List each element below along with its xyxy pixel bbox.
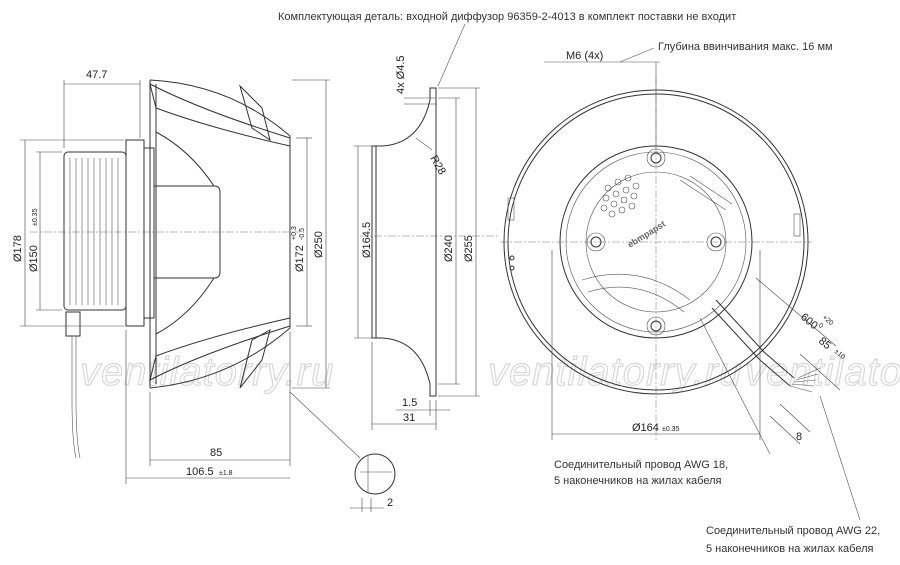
ribs [581, 175, 733, 313]
rotor-flange [125, 139, 145, 327]
front-view: ebmpapst M6 (4x) Глубина ввинчивания мак… [500, 41, 861, 521]
dim-600: 600 [798, 311, 820, 332]
cable-wires [789, 367, 821, 393]
mount-hole-top [650, 152, 662, 164]
cable-awg18-line1: Соединительный провод AWG 18, [554, 459, 728, 471]
dim-47-7: 47.7 [86, 69, 107, 81]
accessory-note: Комплектующая деталь: входной диффузор 9… [278, 11, 736, 23]
detail-circle [354, 453, 396, 495]
dim-178: Ø178 [12, 235, 24, 262]
dim-150: Ø150 [28, 245, 40, 272]
screw-depth-note: Глубина ввинчивания макс. 16 мм [658, 41, 833, 53]
mount-hole-left [590, 236, 602, 248]
cable-awg18-line2: 5 наконечников на жилах кабеля [554, 475, 722, 487]
dim-85: 85 [210, 447, 222, 459]
blade-upper-2 [238, 84, 271, 142]
watermarks: ventilatorry.ru ventilatorry.ru ventilat… [79, 349, 900, 394]
dim-150-tol: ±0.35 [32, 208, 39, 226]
dim-m6: M6 (4x) [566, 50, 603, 62]
rotor-hub [143, 147, 155, 319]
dim-31: 31 [403, 412, 415, 424]
mount-hole-right [710, 236, 722, 248]
motor-fins [69, 158, 119, 305]
dim-172: Ø172 [294, 245, 306, 272]
watermark-1: ventilatorry.ru [80, 350, 334, 394]
accessory-note-leader [437, 23, 466, 87]
dim-164-5: Ø164.5 [361, 222, 373, 258]
dim-600-tol-dn: 0 [817, 322, 825, 330]
cable-gland [65, 311, 81, 337]
dim-106-5-tol: ±1.8 [219, 470, 233, 477]
blade-lower-2 [239, 328, 271, 389]
impeller-hub [154, 185, 221, 279]
dim-8: 8 [796, 431, 802, 443]
dim-106-5: 106.5 [186, 466, 214, 478]
ring-label-left [507, 197, 515, 221]
mount-hole-bottom [650, 320, 662, 332]
nozzle-view: Ø164.5 Ø240 Ø255 4x Ø4.5 R28 1.5 31 [354, 55, 500, 430]
watermark-2: ventilatorry.ru [488, 350, 742, 394]
dim-172-tol-dn: -0.5 [299, 228, 306, 240]
dim-172-tol-up: +0.3 [291, 226, 298, 240]
dim-240: Ø240 [443, 235, 455, 262]
cooling-holes [600, 174, 640, 218]
nozzle-profile [371, 87, 437, 397]
blade-lower-3 [155, 277, 215, 335]
blade-upper-3 [155, 131, 215, 187]
dim-2: 2 [387, 497, 393, 509]
dim-r28: R28 [427, 154, 447, 177]
side-view: 47.7 Ø178 Ø150 ±0.35 Ø172 +0.3 -0.5 Ø250… [12, 69, 396, 512]
watermark-3: ventilatorry.ru [745, 350, 900, 394]
dim-250: Ø250 [313, 231, 325, 258]
ring-label-right [793, 213, 801, 237]
ebmpapst-logo: ebmpapst [626, 219, 667, 250]
cable-awg22-line2: 5 наконечников на жилах кабеля [706, 543, 874, 555]
dim-4x-4-5: 4x Ø4.5 [395, 55, 407, 94]
cable-side [71, 336, 77, 459]
dim-164: Ø164 [632, 422, 659, 434]
dim-164-tol: ±0.35 [662, 426, 680, 433]
dim-255: Ø255 [463, 235, 475, 262]
dim-1-5: 1.5 [402, 397, 417, 409]
cable-awg22-line1: Соединительный провод AWG 22, [706, 525, 880, 537]
motor-body [63, 151, 127, 311]
